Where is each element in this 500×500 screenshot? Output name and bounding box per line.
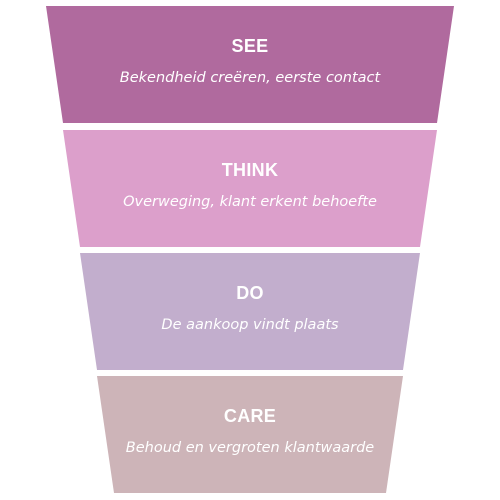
stage-description: Behoud en vergroten klantwaarde xyxy=(125,440,375,456)
stage-title: CARE xyxy=(223,406,277,426)
stage-description: De aankoop vindt plaats xyxy=(161,317,339,333)
stage-title: SEE xyxy=(231,36,269,56)
stage-description: Bekendheid creëren, eerste contact xyxy=(119,70,381,86)
stage-description: Overweging, klant erkent behoefte xyxy=(123,194,377,210)
stage-title: DO xyxy=(236,283,264,303)
funnel-stage-do: DO De aankoop vindt plaats xyxy=(80,253,420,370)
funnel-stage-see: SEE Bekendheid creëren, eerste contact xyxy=(46,6,454,123)
stage-title: THINK xyxy=(221,160,279,180)
funnel-stage-care: CARE Behoud en vergroten klantwaarde xyxy=(97,376,403,493)
funnel-stage-think: THINK Overweging, klant erkent behoefte xyxy=(63,130,437,247)
